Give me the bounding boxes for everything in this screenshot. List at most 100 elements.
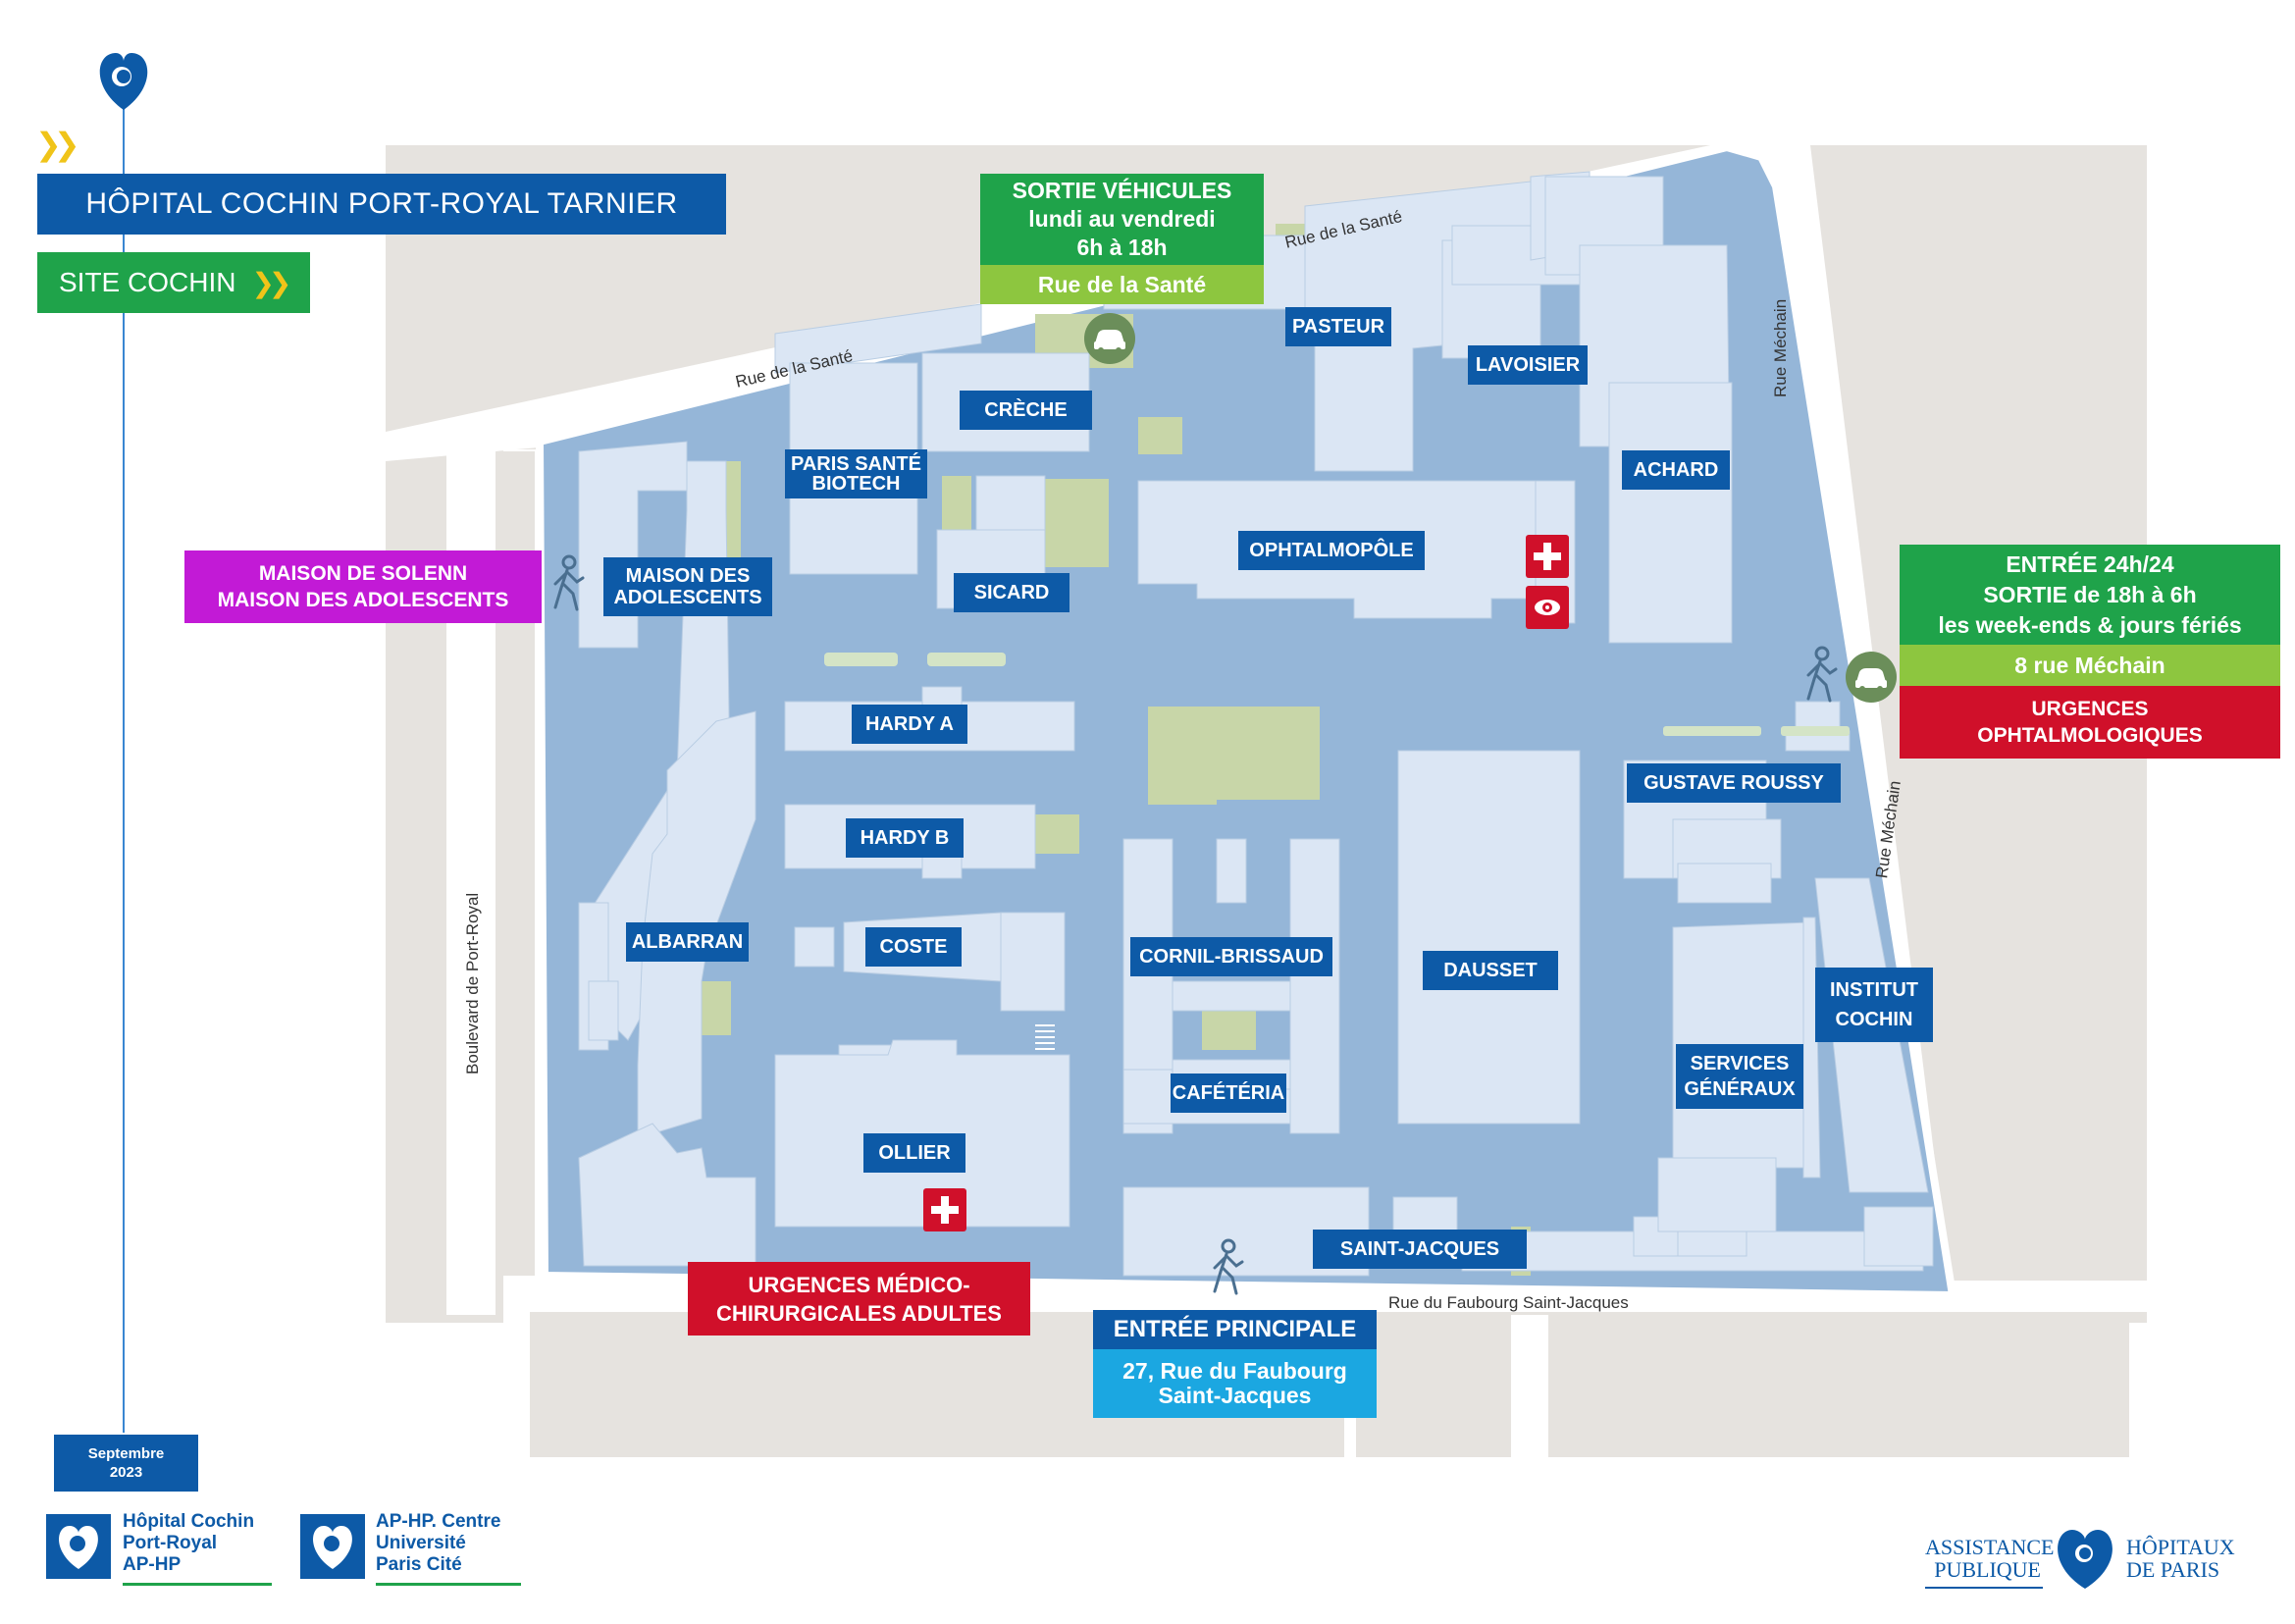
logo-aphp-centre-heart-icon <box>300 1514 365 1579</box>
callout-entree-mechain-address: 8 rue Méchain <box>1900 645 2280 686</box>
building-cafeteria[interactable]: CAFÉTÉRIA <box>1171 1074 1286 1113</box>
maison-solenn-line1: MAISON DE SOLENN <box>258 562 468 585</box>
logo-cochin-underline <box>123 1583 272 1586</box>
hospital-title-text: HÔPITAL COCHIN PORT-ROYAL TARNIER <box>85 187 678 220</box>
urgences-ophtalmo-line2: OPHTALMOLOGIQUES <box>1977 724 2203 747</box>
callout-sortie-vehicules: SORTIE VÉHICULES lundi au vendredi 6h à … <box>980 174 1264 265</box>
date-month: Septembre <box>87 1445 165 1462</box>
callout-entree-principale: ENTRÉE PRINCIPALE <box>1093 1310 1377 1349</box>
entree-principale-line2: Saint-Jacques <box>1158 1383 1312 1408</box>
urgences-medico-line1: URGENCES MÉDICO- <box>748 1272 970 1297</box>
building-hardy-b[interactable]: HARDY B <box>846 818 964 858</box>
medical-cross-icon <box>923 1188 966 1231</box>
logo-aphp-centre-text: AP-HP. Centre Université Paris Cité <box>376 1511 500 1576</box>
building-sicard[interactable]: SICARD <box>954 573 1069 612</box>
logo-aphp-right-text: HÔPITAUX DE PARIS <box>2126 1536 2235 1581</box>
logo-aphp-underline <box>1925 1587 2043 1589</box>
car-icon <box>1845 651 1898 704</box>
building-gustave-roussy[interactable]: GUSTAVE ROUSSY <box>1627 763 1841 803</box>
entree-mechain-line1: ENTRÉE 24h/24 <box>2006 550 2174 577</box>
sortie-vehicules-line2: lundi au vendredi <box>1028 206 1216 232</box>
building-paris-sante-biotech[interactable]: PARIS SANTÉ BIOTECH <box>785 449 927 498</box>
logo-aphp-left2: PUBLIQUE <box>1934 1557 2041 1582</box>
building-services-line2: GÉNÉRAUX <box>1684 1078 1796 1100</box>
stairs-marks <box>1035 1024 1055 1050</box>
chevrons-icon: ❯❯ <box>35 126 80 163</box>
building-creche[interactable]: CRÈCHE <box>960 391 1092 430</box>
hospital-title: HÔPITAL COCHIN PORT-ROYAL TARNIER <box>37 174 726 235</box>
logo-cochin-text: Hôpital Cochin Port-Royal AP-HP <box>123 1511 254 1576</box>
site-chevrons-icon: ❯❯ <box>251 266 291 299</box>
site-title-text: SITE COCHIN <box>59 267 236 297</box>
building-lavoisier[interactable]: LAVOISIER <box>1468 345 1588 385</box>
sortie-vehicules-line1: SORTIE VÉHICULES <box>1012 178 1232 203</box>
logo-cochin-line2: Port-Royal <box>123 1533 218 1553</box>
date-badge: Septembre 2023 <box>54 1435 198 1492</box>
logo-aphp-centre-line2: Université <box>376 1533 466 1553</box>
logo-aphp-right2: DE PARIS <box>2126 1557 2220 1582</box>
entree-mechain-line3: les week-ends & jours fériés <box>1938 611 2242 638</box>
eye-icon <box>1526 586 1569 629</box>
building-coste[interactable]: COSTE <box>865 927 962 967</box>
urgences-ophtalmo-line1: URGENCES <box>2031 698 2149 720</box>
medical-cross-icon <box>1526 535 1569 578</box>
entree-mechain-line2: SORTIE de 18h à 6h <box>1983 581 2197 607</box>
building-paris-sante-line2: BIOTECH <box>811 473 901 495</box>
building-saint-jacques[interactable]: SAINT-JACQUES <box>1313 1230 1527 1269</box>
logo-aphp-centre-underline <box>376 1583 521 1586</box>
logo-aphp-centre: AP-HP. Centre Université Paris Cité <box>300 1511 536 1588</box>
callout-maison-solenn: MAISON DE SOLENN MAISON DES ADOLESCENTS <box>184 550 542 623</box>
callout-urgences-medico: URGENCES MÉDICO- CHIRURGICALES ADULTES <box>688 1262 1030 1336</box>
sortie-vehicules-address: Rue de la Santé <box>1037 271 1207 297</box>
building-hardy-a[interactable]: HARDY A <box>852 705 967 744</box>
logo-aphp-centre-line3: Paris Cité <box>376 1554 462 1575</box>
logo-cochin-heart-icon <box>46 1514 111 1579</box>
callout-sortie-vehicules-address: Rue de la Santé <box>980 265 1264 304</box>
building-pasteur[interactable]: PASTEUR <box>1285 307 1391 346</box>
building-institut-line1: INSTITUT <box>1830 979 1918 1001</box>
date-year: 2023 <box>109 1464 143 1481</box>
building-services-generaux[interactable]: SERVICES GÉNÉRAUX <box>1676 1044 1803 1109</box>
block-gap-1 <box>1511 1315 1548 1462</box>
callout-entree-mechain: ENTRÉE 24h/24 SORTIE de 18h à 6h les wee… <box>1900 545 2280 645</box>
building-albarran[interactable]: ALBARRAN <box>626 922 749 962</box>
building-dausset[interactable]: DAUSSET <box>1423 951 1558 990</box>
pedestrian-icon <box>1207 1238 1246 1297</box>
building-maison-ado-line1: MAISON DES <box>625 565 751 587</box>
logo-aphp-left1: ASSISTANCE <box>1925 1535 2055 1559</box>
callout-entree-principale-address: 27, Rue du Faubourg Saint-Jacques <box>1093 1349 1377 1418</box>
street-label-faubourg: Rue du Faubourg Saint-Jacques <box>1388 1293 1629 1312</box>
building-maison-ado-line2: ADOLESCENTS <box>613 587 762 608</box>
building-maison-des-adolescents[interactable]: MAISON DES ADOLESCENTS <box>603 557 772 616</box>
building-institut-line2: COCHIN <box>1835 1009 1913 1030</box>
logo-aphp-left-text: ASSISTANCE PUBLIQUE <box>1925 1535 2055 1582</box>
logo-cochin-line1: Hôpital Cochin <box>123 1511 255 1532</box>
walkway-strips <box>824 653 1850 736</box>
sortie-vehicules-line3: 6h à 18h <box>1076 235 1168 260</box>
building-ollier[interactable]: OLLIER <box>863 1133 965 1173</box>
callout-urgences-ophtalmo: URGENCES OPHTALMOLOGIQUES <box>1900 686 2280 759</box>
car-icon <box>1083 312 1136 365</box>
building-cornil-brissaud[interactable]: CORNIL-BRISSAUD <box>1130 937 1332 976</box>
entree-principale-line1: 27, Rue du Faubourg <box>1122 1358 1347 1384</box>
pedestrian-icon <box>548 554 587 613</box>
building-services-line1: SERVICES <box>1690 1053 1790 1074</box>
building-achard[interactable]: ACHARD <box>1622 450 1730 490</box>
building-institut-cochin[interactable]: INSTITUT COCHIN <box>1815 968 1933 1042</box>
heart-logo-icon <box>99 53 148 110</box>
pedestrian-icon <box>1800 646 1840 705</box>
logo-aphp-right1: HÔPITAUX <box>2126 1535 2235 1559</box>
logo-cochin-line3: AP-HP <box>123 1554 182 1575</box>
urgences-medico-line2: CHIRURGICALES ADULTES <box>716 1300 1002 1326</box>
entree-mechain-address: 8 rue Méchain <box>2014 652 2165 678</box>
street-label-mechain-top: Rue Méchain <box>1771 298 1790 397</box>
logo-aphp: ASSISTANCE PUBLIQUE HÔPITAUX DE PARIS <box>1925 1524 2259 1593</box>
building-paris-sante-line1: PARIS SANTÉ <box>791 453 921 475</box>
site-title: SITE COCHIN ❯❯ <box>37 252 310 313</box>
logo-cochin: Hôpital Cochin Port-Royal AP-HP <box>46 1511 282 1588</box>
entree-principale-title: ENTRÉE PRINCIPALE <box>1113 1316 1357 1342</box>
logo-aphp-centre-line1: AP-HP. Centre <box>376 1511 501 1532</box>
maison-solenn-line2: MAISON DES ADOLESCENTS <box>217 589 509 611</box>
logo-aphp-heart-icon <box>2053 1524 2117 1591</box>
building-ophtalmopole[interactable]: OPHTALMOPÔLE <box>1238 531 1425 570</box>
